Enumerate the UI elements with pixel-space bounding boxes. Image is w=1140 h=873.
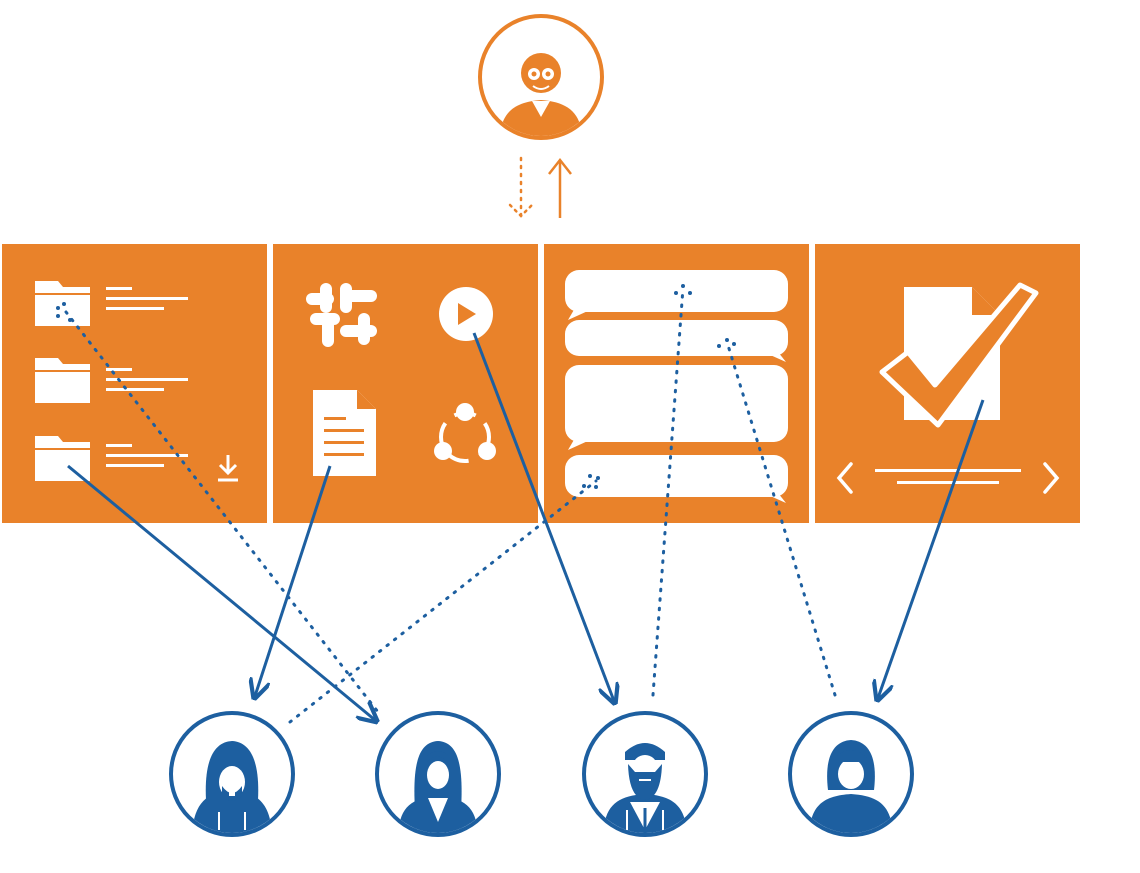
connection-line: [64, 310, 380, 714]
long-hair-user-avatar-icon: [375, 711, 501, 837]
dotted-arrowheads: [56, 284, 736, 489]
carousel-line: [897, 481, 999, 484]
chevron-right-icon[interactable]: [1043, 462, 1060, 494]
download-icon[interactable]: [218, 455, 238, 482]
document-check-icon[interactable]: [879, 282, 1039, 428]
bearded-user-avatar-icon: [582, 711, 708, 837]
share-icon[interactable]: [434, 403, 496, 463]
connections: [64, 286, 985, 722]
panel-approval: [815, 244, 1080, 523]
connection-line: [67, 464, 375, 720]
carousel-line: [875, 469, 1021, 472]
folder-icon[interactable]: [35, 436, 90, 481]
connection-line: [651, 286, 685, 697]
bob-hair-user-avatar-icon: [788, 711, 914, 837]
chevron-left-icon[interactable]: [836, 462, 853, 494]
message-bubble-icon[interactable]: [565, 365, 788, 450]
solid-up-arrow: [548, 157, 572, 218]
dotted-down-arrow: [508, 156, 534, 218]
play-icon[interactable]: [439, 287, 493, 341]
connection-line: [472, 332, 614, 701]
connection-line: [255, 465, 332, 696]
slack-icon[interactable]: [306, 283, 377, 347]
message-bubble-icon[interactable]: [565, 320, 788, 362]
panel-files: [2, 244, 267, 523]
message-bubble-icon[interactable]: [565, 270, 788, 320]
admin-avatar-icon: [478, 14, 604, 140]
folder-icon[interactable]: [35, 358, 90, 403]
hooded-user-avatar-icon: [169, 711, 295, 837]
connection-line: [878, 399, 985, 698]
panel-apps: [273, 244, 538, 523]
document-icon[interactable]: [313, 390, 376, 476]
